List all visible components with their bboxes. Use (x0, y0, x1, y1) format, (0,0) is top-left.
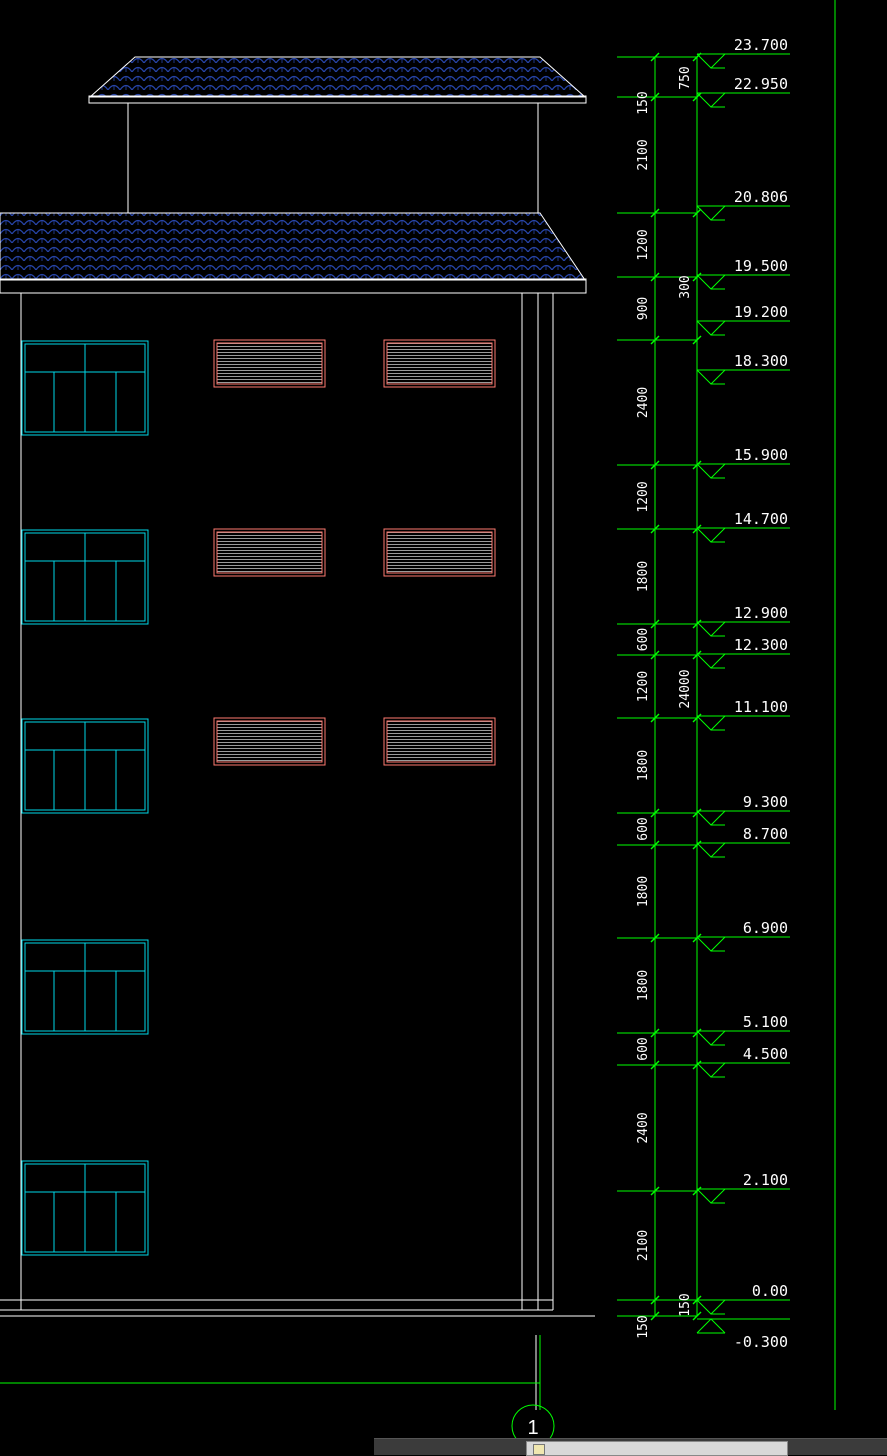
elevation-mark: 20.806 (696, 188, 790, 221)
elevation-label: 23.700 (734, 36, 788, 54)
elevation-mark: 12.300 (696, 636, 790, 669)
dimension-label: 2100 (636, 139, 651, 170)
dimension-label: 900 (636, 297, 651, 320)
dimension-label: 1200 (636, 481, 651, 512)
elevation-mark: -0.300 (696, 1318, 790, 1351)
louver-vent (383, 717, 496, 766)
elevation-mark: 4.500 (696, 1045, 790, 1078)
dimension-label: 750 (678, 66, 693, 89)
elevation-mark: 5.100 (696, 1013, 790, 1046)
elevation-label: 4.500 (743, 1045, 788, 1063)
window (21, 340, 149, 436)
dimension-label: 2400 (636, 1112, 651, 1143)
elevation-label: 11.100 (734, 698, 788, 716)
dimension-label: 300 (678, 275, 693, 298)
elevation-label: 0.00 (752, 1282, 788, 1300)
overall-dimension-label: 24000 (678, 669, 693, 708)
main-roof-eave (0, 278, 587, 294)
elevation-mark: 0.00 (696, 1282, 790, 1315)
elevation-label: -0.300 (734, 1333, 788, 1351)
dimension-label: 600 (636, 817, 651, 840)
elevation-mark: 2.100 (696, 1171, 790, 1204)
dimension-label: 600 (636, 628, 651, 651)
dimension-label: 150 (678, 1293, 693, 1316)
elevation-label: 12.300 (734, 636, 788, 654)
elevation-label: 12.900 (734, 604, 788, 622)
layout-tab-icon (533, 1444, 545, 1455)
building-elevation (0, 56, 595, 1317)
elevation-mark: 22.950 (696, 75, 790, 108)
dimension-label: 600 (636, 1037, 651, 1060)
elevation-label: 2.100 (743, 1171, 788, 1189)
elevation-mark: 15.900 (696, 446, 790, 479)
elevation-label: 8.700 (743, 825, 788, 843)
dimension-label: 2400 (636, 387, 651, 418)
elevation-label: 15.900 (734, 446, 788, 464)
window (21, 939, 149, 1035)
elevation-label: 22.950 (734, 75, 788, 93)
louver-vent (213, 339, 326, 388)
louver-vent (213, 717, 326, 766)
dimension-label: 1200 (636, 671, 651, 702)
elevation-group: 23.700 22.950 20.806 19.500 19.200 18.300 15.9… (696, 36, 790, 1351)
elevation-label: 18.300 (734, 352, 788, 370)
dimension-label: 1800 (636, 750, 651, 781)
dimension-label: 1800 (636, 561, 651, 592)
status-bar (374, 1438, 887, 1456)
dimension-label: 1800 (636, 970, 651, 1001)
upper-roof-eave (88, 95, 587, 104)
louver-vent (383, 528, 496, 577)
elevation-mark: 6.900 (696, 919, 790, 952)
louver-vent (383, 339, 496, 388)
elevation-mark: 8.700 (696, 825, 790, 858)
elevation-mark: 9.300 (696, 793, 790, 826)
louver-vent (213, 528, 326, 577)
window-group (21, 340, 149, 1256)
elevation-mark: 14.700 (696, 510, 790, 543)
window (21, 529, 149, 625)
elevation-label: 14.700 (734, 510, 788, 528)
elevation-label: 9.300 (743, 793, 788, 811)
window (21, 1160, 149, 1256)
dimension-label: 1200 (636, 229, 651, 260)
elevation-label: 6.900 (743, 919, 788, 937)
elevation-mark: 19.500 (696, 257, 790, 290)
louver-group (213, 339, 496, 766)
dimension-label: 150 (636, 91, 651, 114)
dimension-group: 150 2100 1200 900 2400 1200 1800 600 1200 1800 600… (617, 52, 702, 1339)
elevation-mark: 12.900 (696, 604, 790, 637)
upper-roof (88, 56, 587, 98)
dimension-label: 1800 (636, 876, 651, 907)
axis-marker: 1 (0, 1335, 555, 1448)
elevation-mark: 23.700 (696, 36, 790, 69)
elevation-label: 5.100 (743, 1013, 788, 1031)
dimension-label: 150 (636, 1315, 651, 1338)
elevation-mark: 18.300 (696, 352, 790, 385)
elevation-mark: 11.100 (696, 698, 790, 731)
elevation-label: 20.806 (734, 188, 788, 206)
dimension-label: 2100 (636, 1230, 651, 1261)
axis-label: 1 (527, 1417, 538, 1439)
main-roof (0, 212, 586, 281)
window (21, 718, 149, 814)
elevation-mark: 19.200 (696, 303, 790, 336)
elevation-label: 19.200 (734, 303, 788, 321)
elevation-label: 19.500 (734, 257, 788, 275)
